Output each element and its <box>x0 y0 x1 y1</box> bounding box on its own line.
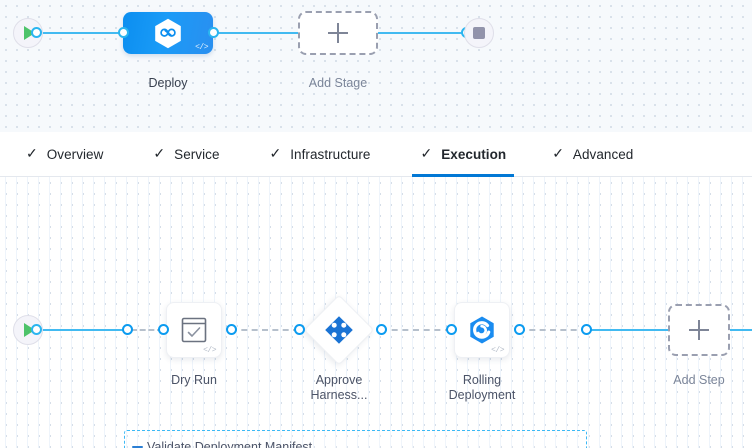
step-group-title: Validate Deployment Manifest <box>147 440 313 448</box>
plus-icon <box>328 23 348 43</box>
execution-canvas[interactable]: Validate Deployment Manifest </> Dry Run <box>0 177 752 448</box>
step-group-header[interactable]: Validate Deployment Manifest <box>132 440 312 448</box>
connector-execstart-to-group <box>36 329 128 331</box>
connector-dryrun-to-approve <box>231 329 299 331</box>
start-output-port[interactable] <box>31 27 42 38</box>
pipeline-end-node[interactable] <box>464 18 494 48</box>
tab-label-overview: Overview <box>46 146 104 162</box>
tab-label-infrastructure: Infrastructure <box>290 146 371 162</box>
step-card-dry-run[interactable]: </> <box>166 302 222 358</box>
connector-deploy-to-addstage <box>211 32 301 34</box>
stop-icon <box>473 27 485 39</box>
step-card-approve-harness[interactable] <box>303 294 375 366</box>
rolling-output-port[interactable] <box>514 324 525 335</box>
rolling-deployment-icon <box>470 316 494 344</box>
stage-node-deploy[interactable]: </> <box>123 12 213 54</box>
code-view-icon[interactable]: </> <box>203 346 216 355</box>
play-icon <box>24 26 35 40</box>
code-view-icon[interactable]: </> <box>195 43 208 52</box>
plus-icon <box>689 320 709 340</box>
connector-group-entry-to-dryrun <box>131 329 163 331</box>
harness-hexagon-icon <box>154 18 182 49</box>
add-stage-button[interactable] <box>298 11 378 55</box>
check-icon: ✓ <box>552 145 564 161</box>
code-view-icon[interactable]: </> <box>491 346 504 355</box>
tab-label-execution: Execution <box>441 146 507 162</box>
check-icon: ✓ <box>26 145 38 161</box>
tab-label-advanced: Advanced <box>572 146 634 162</box>
step-label-dry-run: Dry Run <box>171 373 217 387</box>
group-exit-port[interactable] <box>581 324 592 335</box>
tab-infrastructure[interactable]: ✓ Infrastructure <box>256 132 385 177</box>
approve-input-port[interactable] <box>294 324 305 335</box>
deploy-output-port[interactable] <box>208 27 219 38</box>
dry-run-input-port[interactable] <box>158 324 169 335</box>
add-stage-label: Add Stage <box>308 76 368 90</box>
tab-service[interactable]: ✓ Service <box>139 132 233 177</box>
check-icon: ✓ <box>420 145 433 161</box>
stage-label-deploy: Deploy <box>148 76 188 90</box>
check-icon: ✓ <box>269 145 282 161</box>
step-label-approve-harness: Approve Harness... <box>310 373 368 402</box>
connector-addstage-to-end <box>376 32 466 34</box>
stage-canvas[interactable]: </> Deploy Add Stage <box>0 0 752 132</box>
check-icon: ✓ <box>153 145 166 161</box>
tab-execution[interactable]: ✓ Execution <box>406 132 520 177</box>
add-step-button[interactable] <box>668 304 730 356</box>
connector-approve-to-rolling <box>381 329 451 331</box>
deploy-input-port[interactable] <box>118 27 129 38</box>
step-label-rolling-deployment: Rolling Deployment <box>448 373 516 402</box>
execution-start-port[interactable] <box>31 324 42 335</box>
rolling-input-port[interactable] <box>446 324 457 335</box>
step-group-validate-deployment-manifest[interactable] <box>124 430 587 448</box>
tab-advanced[interactable]: ✓ Advanced <box>538 132 647 177</box>
group-entry-port[interactable] <box>122 324 133 335</box>
tab-overview[interactable]: ✓ Overview <box>12 132 117 177</box>
dry-run-output-port[interactable] <box>226 324 237 335</box>
connector-rolling-to-groupexit <box>519 329 587 331</box>
minus-icon[interactable] <box>132 446 143 448</box>
stage-tab-bar[interactable]: ✓ Overview ✓ Service ✓ Infrastructure ✓ … <box>0 132 752 177</box>
connector-addstep-to-edge <box>729 329 752 331</box>
play-icon <box>24 323 35 337</box>
approve-output-port[interactable] <box>376 324 387 335</box>
connector-start-to-deploy <box>36 32 126 34</box>
add-step-label: Add Step <box>673 373 725 387</box>
tab-label-service: Service <box>174 146 220 162</box>
connector-group-to-addstep <box>588 329 670 331</box>
checkbox-square-icon <box>181 317 207 343</box>
step-card-rolling-deployment[interactable]: </> <box>454 302 510 358</box>
